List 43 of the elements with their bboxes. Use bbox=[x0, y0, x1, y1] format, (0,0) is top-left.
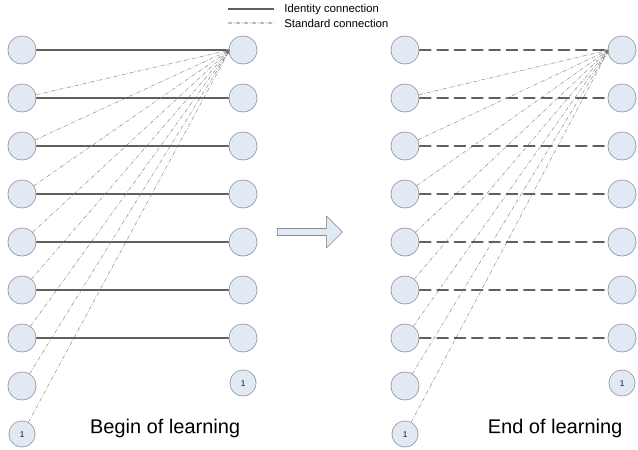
neuron-circle bbox=[608, 324, 636, 352]
neuron-circle bbox=[8, 84, 36, 112]
neuron-circle bbox=[608, 276, 636, 304]
neuron-circle bbox=[390, 372, 420, 400]
neuron-circle bbox=[608, 84, 636, 112]
neuron-circle bbox=[228, 324, 258, 352]
neuron-circle bbox=[390, 276, 420, 304]
neuron-circle bbox=[228, 276, 258, 304]
neuron-circle bbox=[390, 84, 420, 112]
neuron-circle bbox=[390, 36, 420, 64]
connection-line bbox=[36, 145, 229, 147]
legend-text: Identity connection bbox=[285, 4, 378, 14]
neuron-circle bbox=[228, 84, 258, 112]
connection-line bbox=[36, 289, 229, 291]
neuron-circle bbox=[608, 228, 636, 256]
neuron-circle bbox=[8, 36, 36, 64]
neuron-circle bbox=[8, 372, 36, 400]
neuron-circle bbox=[608, 36, 636, 64]
connection-line bbox=[36, 97, 229, 99]
neuron-circle bbox=[390, 324, 420, 352]
panel-caption: End of learning bbox=[489, 418, 621, 438]
neuron-circle bbox=[390, 228, 420, 256]
connection-line bbox=[36, 337, 229, 339]
neuron-circle bbox=[228, 180, 258, 208]
neuron-circle bbox=[390, 180, 420, 208]
neuron-circle bbox=[390, 132, 420, 160]
connection-line bbox=[36, 49, 229, 51]
legend-text: Standard connection bbox=[284, 18, 388, 28]
neuron-circle bbox=[8, 180, 36, 208]
neuron-circle bbox=[8, 132, 36, 160]
neuron-circle bbox=[228, 36, 258, 64]
neuron-circle bbox=[228, 228, 258, 256]
connection-line bbox=[31, 50, 230, 280]
connection-line bbox=[36, 241, 229, 243]
neuron-circle bbox=[608, 132, 636, 160]
neuron-circle bbox=[8, 324, 36, 352]
neuron-circle bbox=[228, 132, 258, 160]
connection-line bbox=[30, 50, 230, 327]
neuron-circle bbox=[608, 180, 636, 208]
neuron-circle bbox=[8, 228, 36, 256]
connection-line bbox=[36, 193, 229, 195]
panel-caption: Begin of learning bbox=[92, 418, 239, 438]
neuron-circle bbox=[8, 276, 36, 304]
